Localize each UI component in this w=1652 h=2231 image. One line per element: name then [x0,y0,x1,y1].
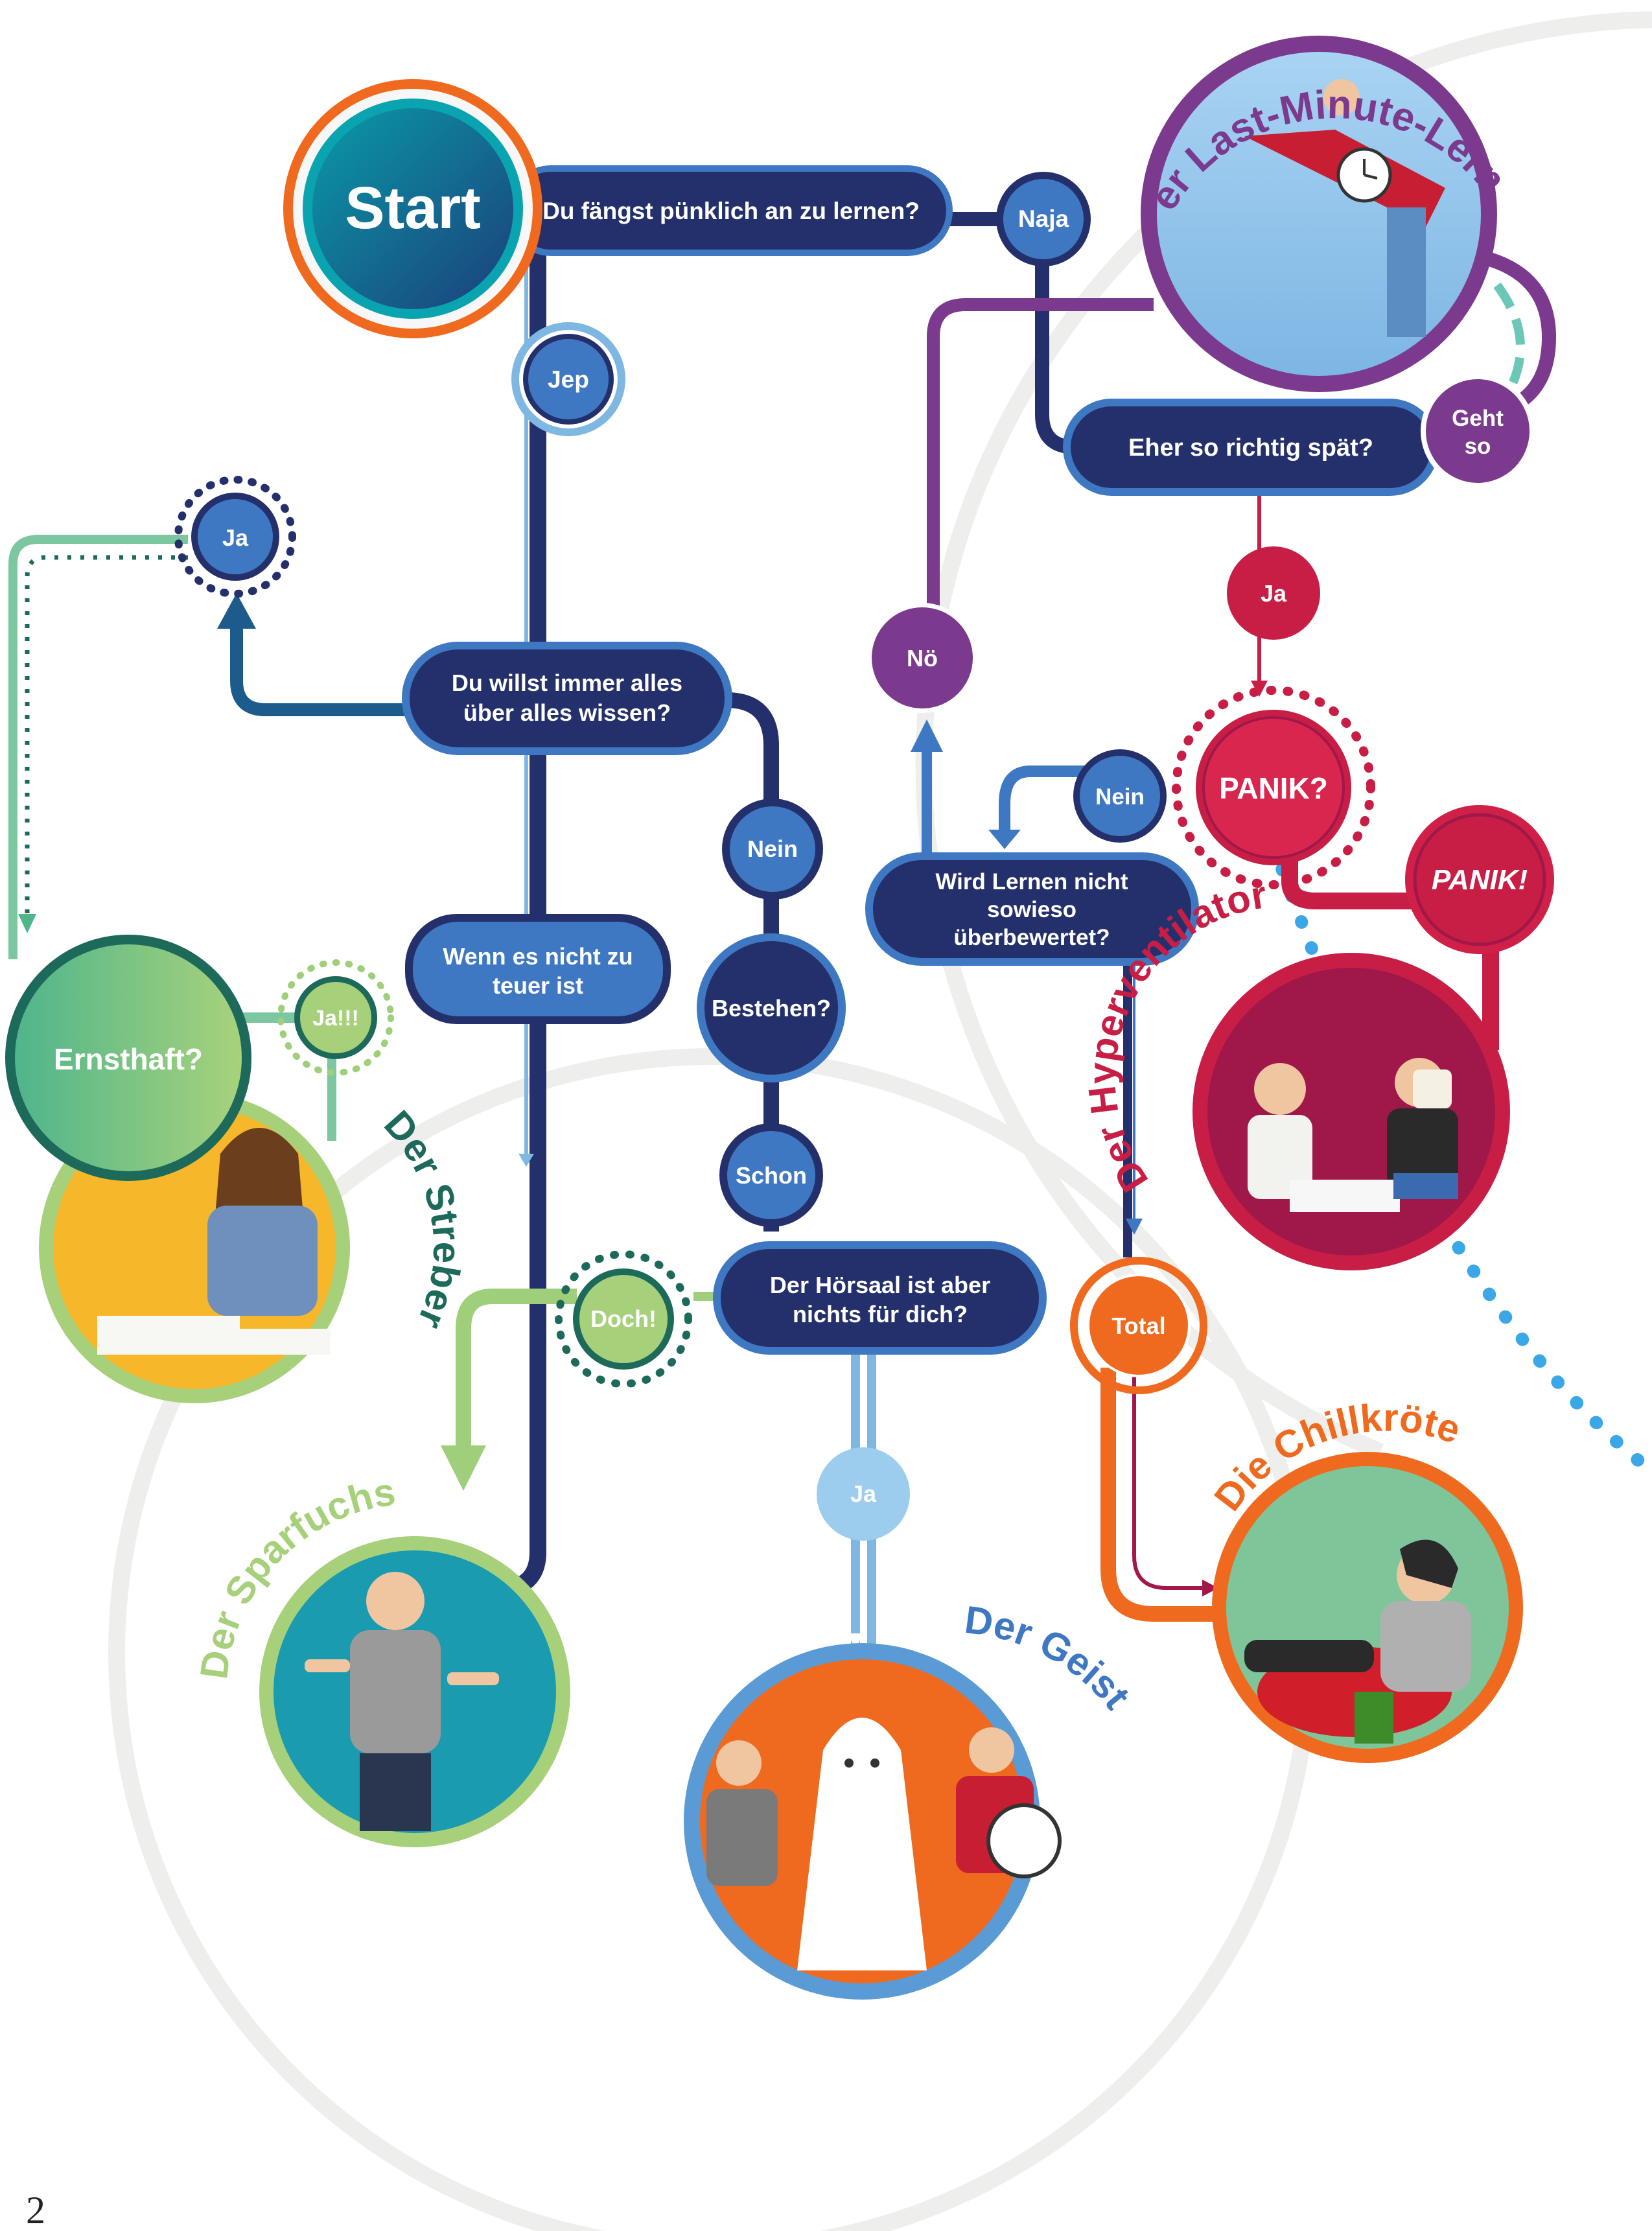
node-label: Naja [1018,205,1069,232]
node-label: überbewertet? [953,925,1110,950]
node-label: Der Hörsaal ist aber [770,1272,990,1298]
chillkroete-figure-icon [1244,1539,1471,1744]
node-label: über alles wissen? [463,699,671,726]
streber-figure-icon [97,1128,331,1355]
node-label: Ja [222,524,249,551]
node-label: Wenn es nicht zu [443,943,633,970]
question-punktlich-label: Du fängst pünklich an zu lernen? [542,198,920,224]
node-label: Total [1111,1313,1165,1339]
answer-ja-panik-bubble [1227,546,1320,640]
last-minute-figure-icon [1244,79,1445,337]
node-label: Ja [1261,580,1287,607]
answer-ja-wissen-bubble [174,476,296,598]
node-label: Schon [736,1162,807,1189]
answer-ja-streber-bubble [277,959,394,1076]
answer-ja-geist-bubble [817,1447,910,1541]
hyperventilator-figures-icon [1248,1058,1458,1212]
node-label: Geht [1452,406,1504,431]
question-panik-circle [1172,686,1375,889]
node-label: Du willst immer alles [452,670,682,696]
node-label: so [1465,434,1491,459]
sparfuchs-figure-icon [305,1572,499,1831]
start-label: Start [345,175,481,241]
node-label: teuer ist [493,972,583,999]
node-label: Nein [747,835,798,862]
node-label: Doch! [590,1305,657,1332]
node-label: sowieso [987,897,1076,922]
answer-doch-bubble [555,1250,692,1388]
node-label: Bestehen? [712,995,831,1022]
node-label: Ja [850,1480,877,1507]
answer-total-bubble [1070,1257,1207,1394]
node-label: Ja!!! [312,1006,359,1031]
node-label: Jep [548,366,589,393]
result-streber-title: Der Streber [376,1103,469,1335]
node-label: Nein [1095,784,1145,810]
node-label: Nö [907,645,938,672]
node-label: Eher so richtig spät? [1128,434,1373,461]
node-label: nichts für dich? [793,1301,968,1327]
node-label: Ernsthaft? [54,1042,203,1076]
page-number: 2 [26,2189,45,2231]
node-label: PANIK? [1219,771,1328,805]
geist-figures-icon [706,1718,1062,1970]
node-label: PANIK! [1432,864,1528,896]
node-label: Wird Lernen nicht [935,869,1128,894]
